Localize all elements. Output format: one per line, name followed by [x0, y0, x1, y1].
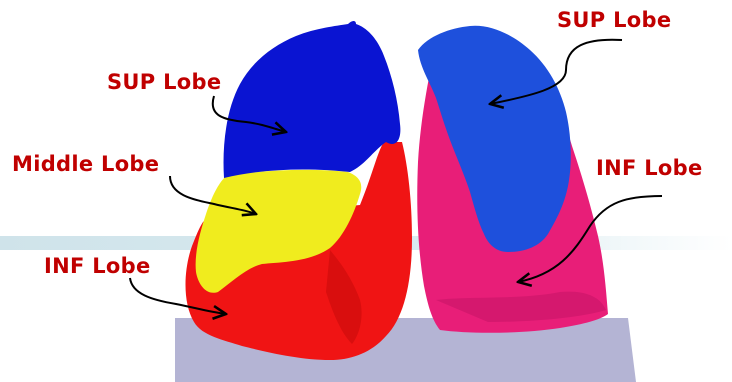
label-left-sup-lobe: SUP Lobe: [107, 70, 221, 94]
label-right-sup-lobe: SUP Lobe: [557, 8, 671, 32]
superior-lobe-blue: [224, 21, 401, 178]
label-left-inf-lobe: INF Lobe: [44, 254, 151, 278]
label-middle-lobe: Middle Lobe: [12, 152, 159, 176]
label-right-inf-lobe: INF Lobe: [596, 156, 703, 180]
